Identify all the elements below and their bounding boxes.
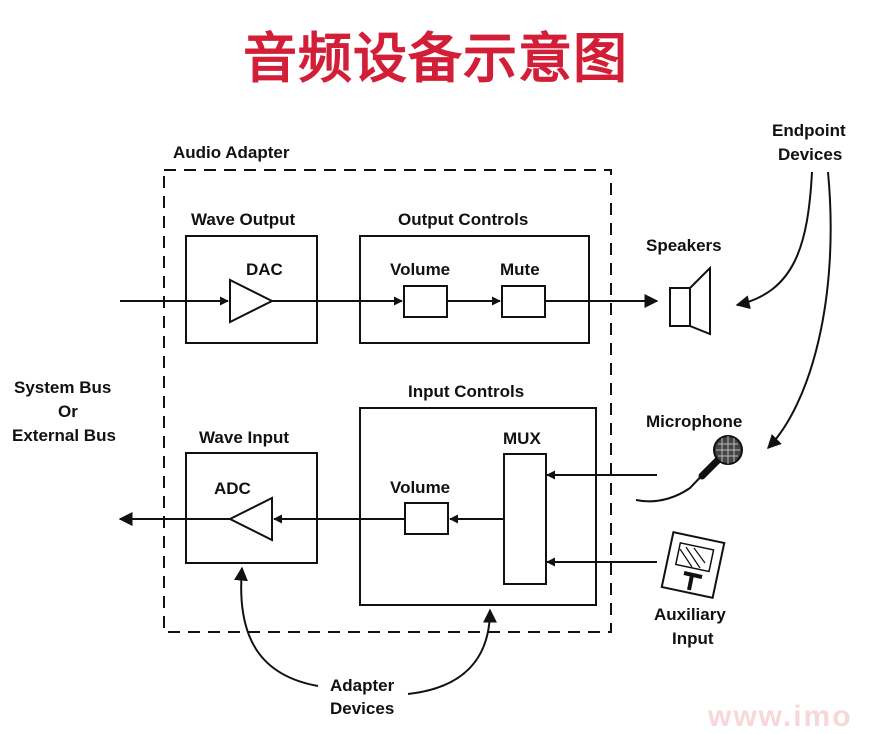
mux-label: MUX bbox=[503, 429, 541, 448]
dac-label: DAC bbox=[246, 260, 283, 279]
endpoint-devices-label-line1: Endpoint bbox=[772, 121, 846, 140]
microphone-icon bbox=[635, 435, 743, 503]
adapter-devices-label-line1: Adapter bbox=[330, 676, 395, 695]
auxiliary-input-label-line1: Auxiliary bbox=[654, 605, 726, 624]
input-controls-box bbox=[359, 407, 597, 606]
adapter-arrow-input-controls bbox=[407, 608, 497, 695]
speaker-icon bbox=[669, 265, 711, 336]
audio-adapter-label: Audio Adapter bbox=[173, 143, 290, 162]
input-controls-label: Input Controls bbox=[408, 382, 524, 401]
output-volume-control bbox=[403, 285, 448, 318]
adapter-arrow-wave-input bbox=[233, 566, 319, 687]
adc-label: ADC bbox=[214, 479, 251, 498]
microphone-label: Microphone bbox=[646, 412, 742, 431]
output-volume-label: Volume bbox=[390, 260, 450, 279]
adc-amplifier bbox=[227, 496, 273, 542]
input-volume-control bbox=[404, 502, 449, 535]
diagram-title: 音频设备示意图 bbox=[243, 27, 628, 90]
audio-adapter-boundary bbox=[163, 169, 612, 633]
auxiliary-input-icon bbox=[660, 531, 726, 599]
output-controls-box bbox=[359, 235, 590, 344]
system-bus-label-line2: Or bbox=[58, 402, 78, 421]
speakers-label: Speakers bbox=[646, 236, 722, 255]
wave-input-label: Wave Input bbox=[199, 428, 289, 447]
mute-label: Mute bbox=[500, 260, 540, 279]
endpoint-devices-label-line2: Devices bbox=[778, 145, 842, 164]
mute-control bbox=[501, 285, 546, 318]
watermark: www.imo bbox=[708, 700, 853, 733]
wave-input-box bbox=[185, 452, 318, 564]
input-volume-label: Volume bbox=[390, 478, 450, 497]
system-bus-label-line1: System Bus bbox=[14, 378, 111, 397]
system-bus-label-line3: External Bus bbox=[12, 426, 116, 445]
auxiliary-input-label-line2: Input bbox=[672, 629, 714, 648]
wave-output-label: Wave Output bbox=[191, 210, 296, 229]
dac-amplifier bbox=[229, 278, 275, 324]
output-controls-label: Output Controls bbox=[398, 210, 528, 229]
endpoint-arrow-speakers bbox=[735, 171, 813, 310]
adapter-devices-label-line2: Devices bbox=[330, 699, 394, 718]
mux-block bbox=[503, 453, 547, 585]
endpoint-arrow-microphone bbox=[767, 171, 832, 450]
wave-output-box bbox=[185, 235, 318, 344]
